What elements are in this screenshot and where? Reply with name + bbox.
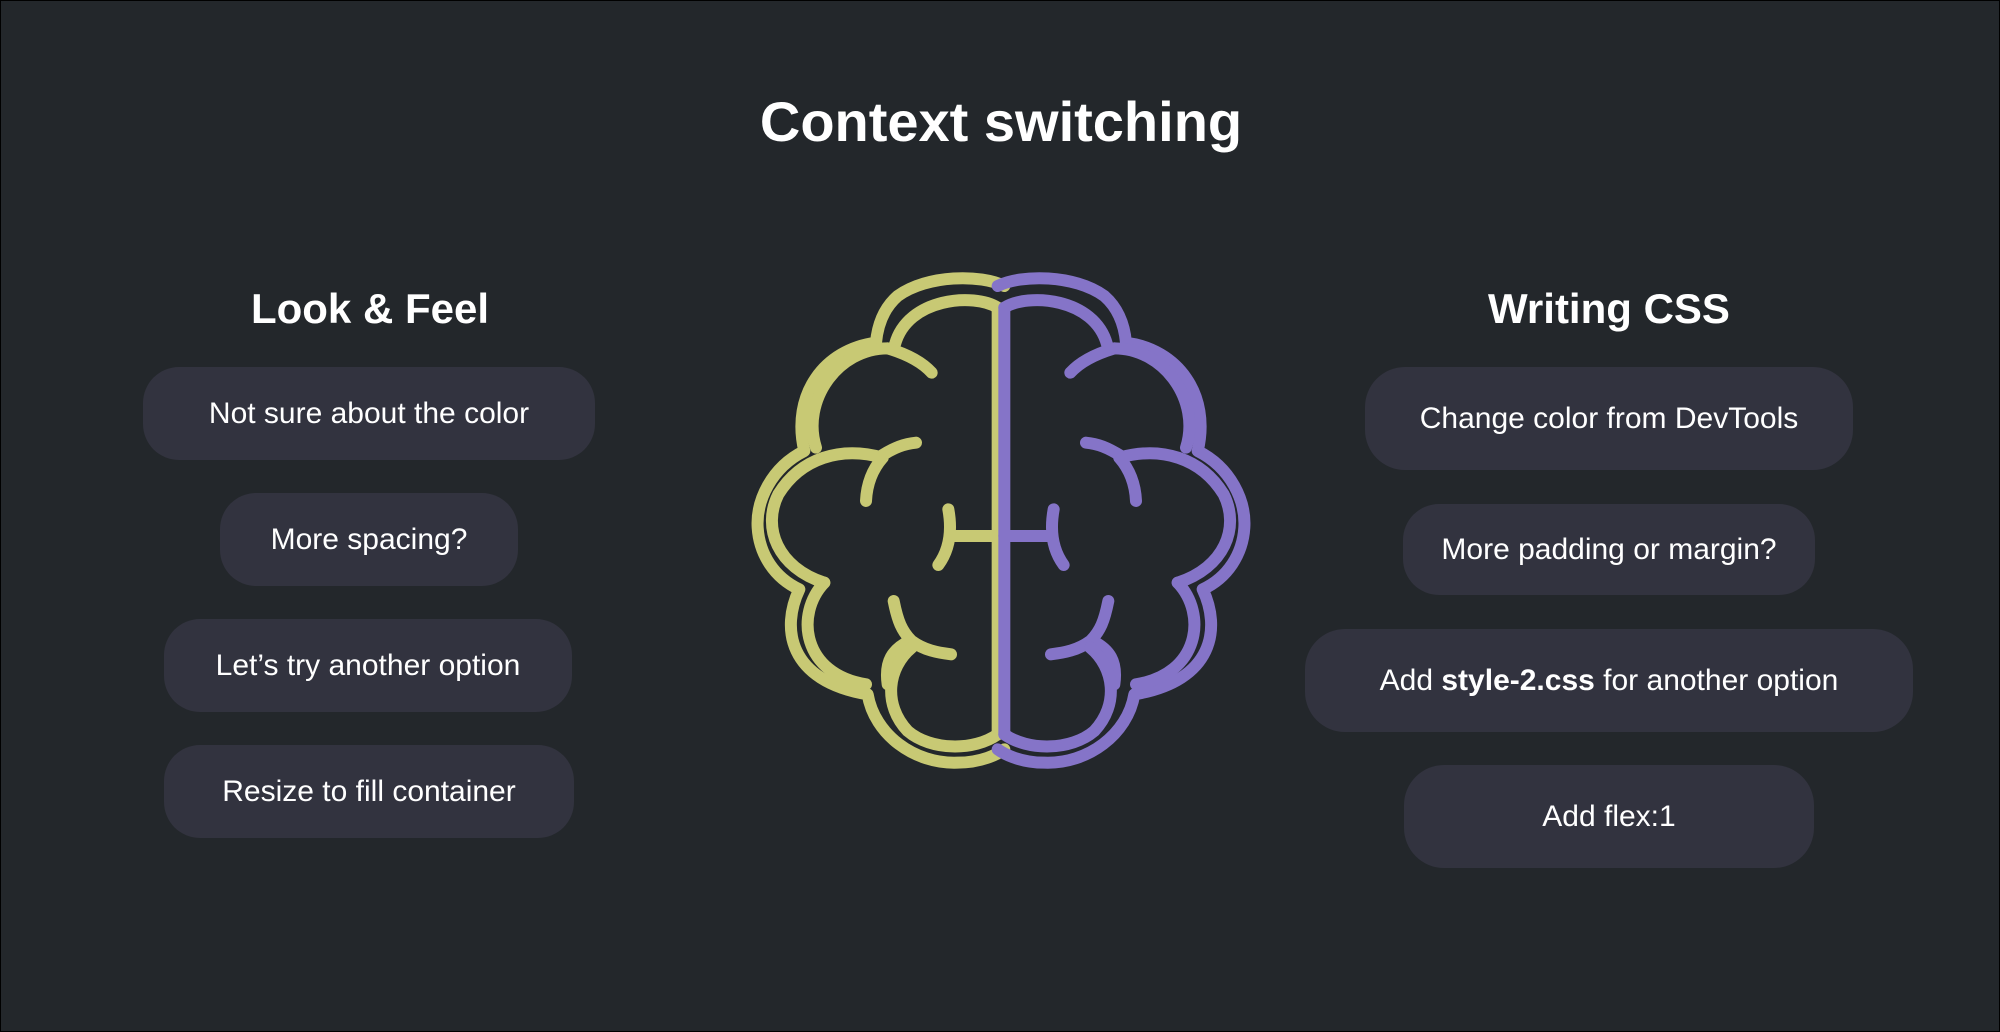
left-item: More spacing? — [220, 493, 518, 586]
page-title: Context switching — [759, 90, 1243, 153]
right-heading: Writing CSS — [1488, 285, 1730, 332]
right-item: Change color from DevTools — [1365, 367, 1853, 470]
right-item: More padding or margin? — [1403, 504, 1815, 595]
brain-icon — [741, 261, 1261, 821]
left-item: Resize to fill container — [164, 745, 574, 838]
left-item: Let’s try another option — [164, 619, 572, 712]
left-heading: Look & Feel — [250, 285, 490, 332]
right-item: Add style-2.css for another option — [1305, 629, 1913, 732]
right-item: Add flex:1 — [1404, 765, 1814, 868]
right-item-pre: Add — [1379, 663, 1442, 697]
left-item: Not sure about the color — [143, 367, 595, 460]
right-item-post: for another option — [1594, 663, 1839, 697]
right-item-filename: style-2.css — [1441, 663, 1595, 697]
